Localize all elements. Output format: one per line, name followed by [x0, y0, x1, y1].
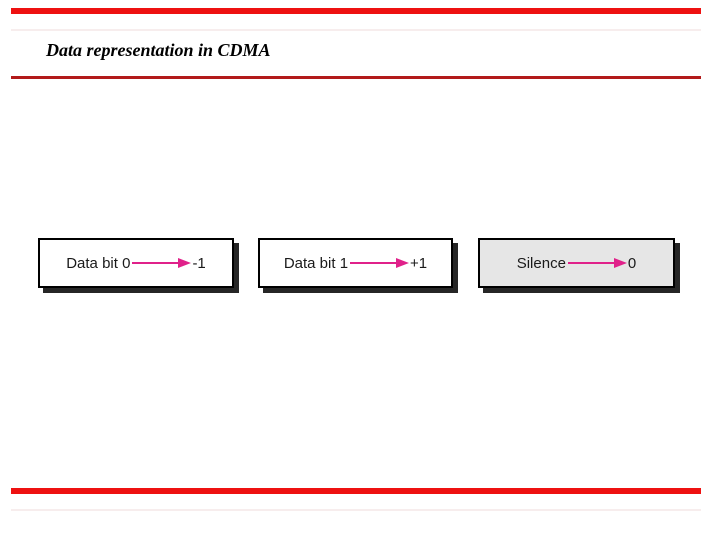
arrow-head-icon: [178, 257, 192, 268]
slide-title: Data representation in CDMA: [46, 40, 271, 60]
box-value: +1: [410, 254, 428, 272]
top-rule: [11, 8, 701, 14]
box-value: 0: [627, 254, 637, 272]
right-arrow-icon: [567, 257, 627, 268]
right-arrow-icon: [132, 257, 192, 268]
arrow-head-icon: [396, 257, 410, 268]
box-label: Data bit 0: [66, 254, 131, 272]
box-label: Data bit 1: [283, 254, 349, 272]
title-rule: [11, 76, 701, 79]
box-label: Silence: [516, 254, 566, 272]
mapping-box-silence: Silence 0: [478, 238, 675, 288]
arrow-head-icon: [613, 257, 627, 268]
box-value: -1: [192, 254, 206, 272]
bottom-hairline: [11, 509, 701, 511]
top-hairline: [11, 29, 701, 31]
right-arrow-icon: [350, 257, 410, 268]
mapping-box-data-bit-0: Data bit 0 -1: [38, 238, 234, 288]
mapping-box-data-bit-1: Data bit 1 +1: [258, 238, 453, 288]
bottom-rule: [11, 488, 701, 494]
